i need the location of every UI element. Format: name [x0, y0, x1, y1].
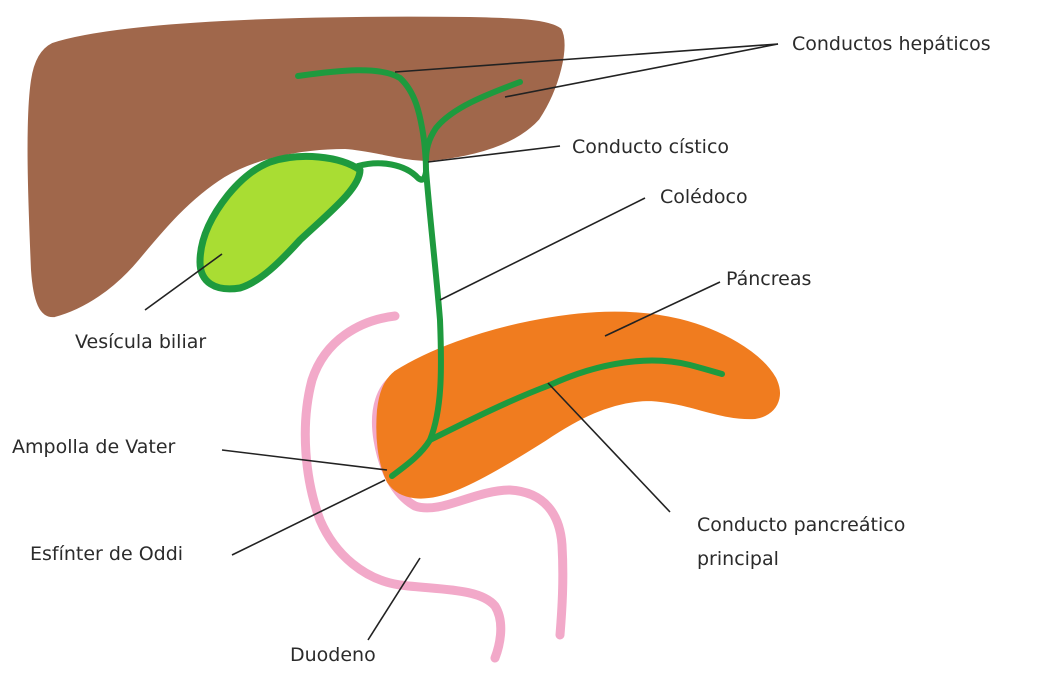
label-conductos-hepaticos: Conductos hepáticos	[792, 33, 991, 55]
label-conducto-cistico: Conducto cístico	[572, 136, 729, 158]
label-esfinter-de-oddi: Esfínter de Oddi	[30, 543, 183, 565]
label-conducto-pancreatico-line2: principal	[697, 548, 779, 570]
leader-coledoco	[440, 198, 645, 300]
label-coledoco: Colédoco	[660, 186, 748, 208]
label-pancreas: Páncreas	[726, 268, 811, 290]
leader-duodeno	[368, 558, 420, 640]
common-hepatic-duct	[424, 140, 426, 170]
label-ampolla-de-vater: Ampolla de Vater	[12, 436, 176, 458]
label-duodeno: Duodeno	[290, 644, 376, 666]
label-conducto-pancreatico: Conducto pancreático	[697, 514, 905, 536]
cystic-duct	[358, 163, 426, 179]
label-vesicula-biliar: Vesícula biliar	[75, 331, 206, 353]
